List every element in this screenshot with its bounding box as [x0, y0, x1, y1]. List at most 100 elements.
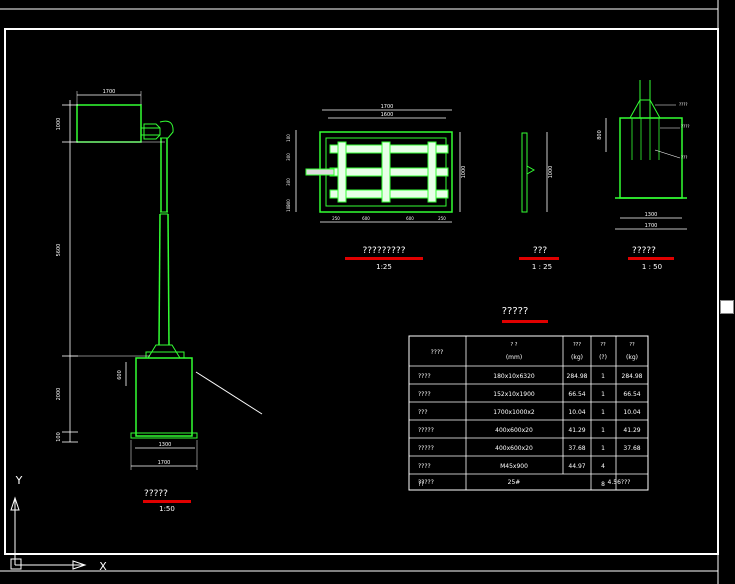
dim-bottom: 600	[406, 216, 414, 221]
leader	[654, 149, 681, 159]
dim-sign-height: 1000	[56, 118, 62, 131]
section-view-title: ???	[533, 246, 548, 256]
table-cell: 10.04	[623, 409, 640, 416]
table-cell: 1	[601, 409, 605, 416]
dim-base-pad: 100	[56, 432, 62, 442]
sign-board	[76, 104, 142, 143]
table-cell: 8	[601, 481, 605, 488]
pole-head	[159, 120, 174, 139]
ucs-origin-box	[10, 558, 22, 570]
table-total-sum: 4.56???	[608, 479, 631, 486]
table-cell: 1	[601, 445, 605, 452]
dim-inner-width: 1600	[381, 112, 394, 118]
panel-stile	[337, 141, 347, 203]
table-cell: 152x10x1900	[493, 391, 535, 398]
drawing-frame	[0, 0, 719, 584]
table-cell: ??	[418, 481, 424, 488]
panel-view-title-underline	[345, 257, 423, 260]
base-label-1: ????	[679, 102, 688, 107]
table-cell: 400x600x20	[495, 427, 533, 434]
table-cell: 66.54	[623, 391, 640, 398]
dim-bottom: 250	[332, 216, 340, 221]
pole-lower-right	[167, 213, 170, 346]
table-cell: 1	[601, 427, 605, 434]
table-header-bottom: ????	[431, 349, 444, 356]
table-cell: 41.29	[568, 427, 585, 434]
dim-base-w1: 1300	[159, 442, 172, 448]
dim-left: 300	[286, 153, 291, 161]
table-cell: 10.04	[568, 409, 585, 416]
panel-view-title: ?????????	[363, 246, 406, 256]
ucs-x-arrow	[72, 560, 87, 570]
ucs-y-label: Y	[15, 474, 23, 487]
base-view-title: ?????	[632, 246, 656, 256]
table-cell: 66.54	[568, 391, 585, 398]
table-cell: ????	[418, 391, 431, 398]
table-cell: ?????	[418, 445, 434, 452]
table-cell: ????	[418, 463, 431, 470]
table-header-top: ? ?	[511, 342, 518, 348]
section-profile	[521, 132, 528, 213]
base-label-3: ???	[681, 155, 687, 160]
table-header-bottom: (kg)	[571, 354, 583, 361]
pole-lower-left	[158, 213, 161, 346]
side-view-scale: 1:50	[159, 505, 175, 513]
section-view-scale: 1 : 25	[532, 263, 552, 271]
section-view: 1000??? 1 : 25	[519, 132, 559, 271]
panel-stile	[427, 141, 437, 203]
panel-stile	[381, 141, 391, 203]
table-cell: ???	[418, 409, 428, 416]
table-cell: 1700x1000x2	[493, 409, 535, 416]
dim-top-width: 1700	[103, 89, 116, 95]
ucs-x-label: X	[99, 560, 107, 573]
arm-bracket	[143, 123, 161, 140]
table-title-underline	[502, 320, 548, 323]
table-title: ?????	[502, 306, 529, 317]
base-plinth	[619, 117, 683, 199]
table-header-bottom: (kg)	[626, 354, 638, 361]
base-view-scale: 1 : 50	[642, 263, 662, 271]
dim-section-height: 1000	[548, 166, 554, 179]
dim-left: 300	[286, 178, 291, 186]
panel-view-scale: 1:25	[376, 263, 392, 271]
dim-bottom: 250	[438, 216, 446, 221]
leader-line	[195, 371, 263, 415]
vertical-scrollbar-thumb[interactable]	[720, 300, 734, 314]
table-cell: 400x600x20	[495, 445, 533, 452]
table-cell: 4	[601, 463, 605, 470]
ucs-icon: YX	[10, 474, 107, 573]
table-cell: 284.98	[622, 373, 643, 380]
panel-arm-stub	[305, 168, 335, 176]
base-flange	[629, 99, 661, 119]
table-cell: 37.68	[568, 445, 585, 452]
side-view-title: ?????	[144, 489, 168, 499]
dim-base-w1: 1300	[645, 212, 658, 218]
dim-left: 100	[286, 204, 291, 212]
table-total-label: ?????	[418, 479, 434, 486]
table-cell: ?????	[418, 427, 434, 434]
table-cell: ????	[418, 373, 431, 380]
table-cell: 1	[601, 391, 605, 398]
dim-left: 100	[286, 134, 291, 142]
section-notch	[526, 165, 536, 175]
dim-bottom: 600	[362, 216, 370, 221]
dim-height: 1000	[461, 166, 467, 179]
dim-base-height: 800	[597, 130, 603, 140]
table-cell: 41.29	[623, 427, 640, 434]
ucs-y-arrow	[10, 496, 20, 511]
dim-overall-width: 1700	[381, 104, 394, 110]
dim-base-w2: 1700	[158, 460, 171, 466]
table-header-top: ??	[629, 342, 635, 348]
table-cell: 180x10x6320	[493, 373, 535, 380]
section-view-title-underline	[519, 257, 559, 260]
dim-left: 300	[286, 199, 291, 207]
table-total-steel: 25#	[508, 479, 521, 486]
base-view-title-underline	[628, 257, 674, 260]
table-cell: 1	[601, 373, 605, 380]
side-view-title-underline	[143, 500, 191, 503]
table-cell: M45x900	[500, 463, 528, 470]
